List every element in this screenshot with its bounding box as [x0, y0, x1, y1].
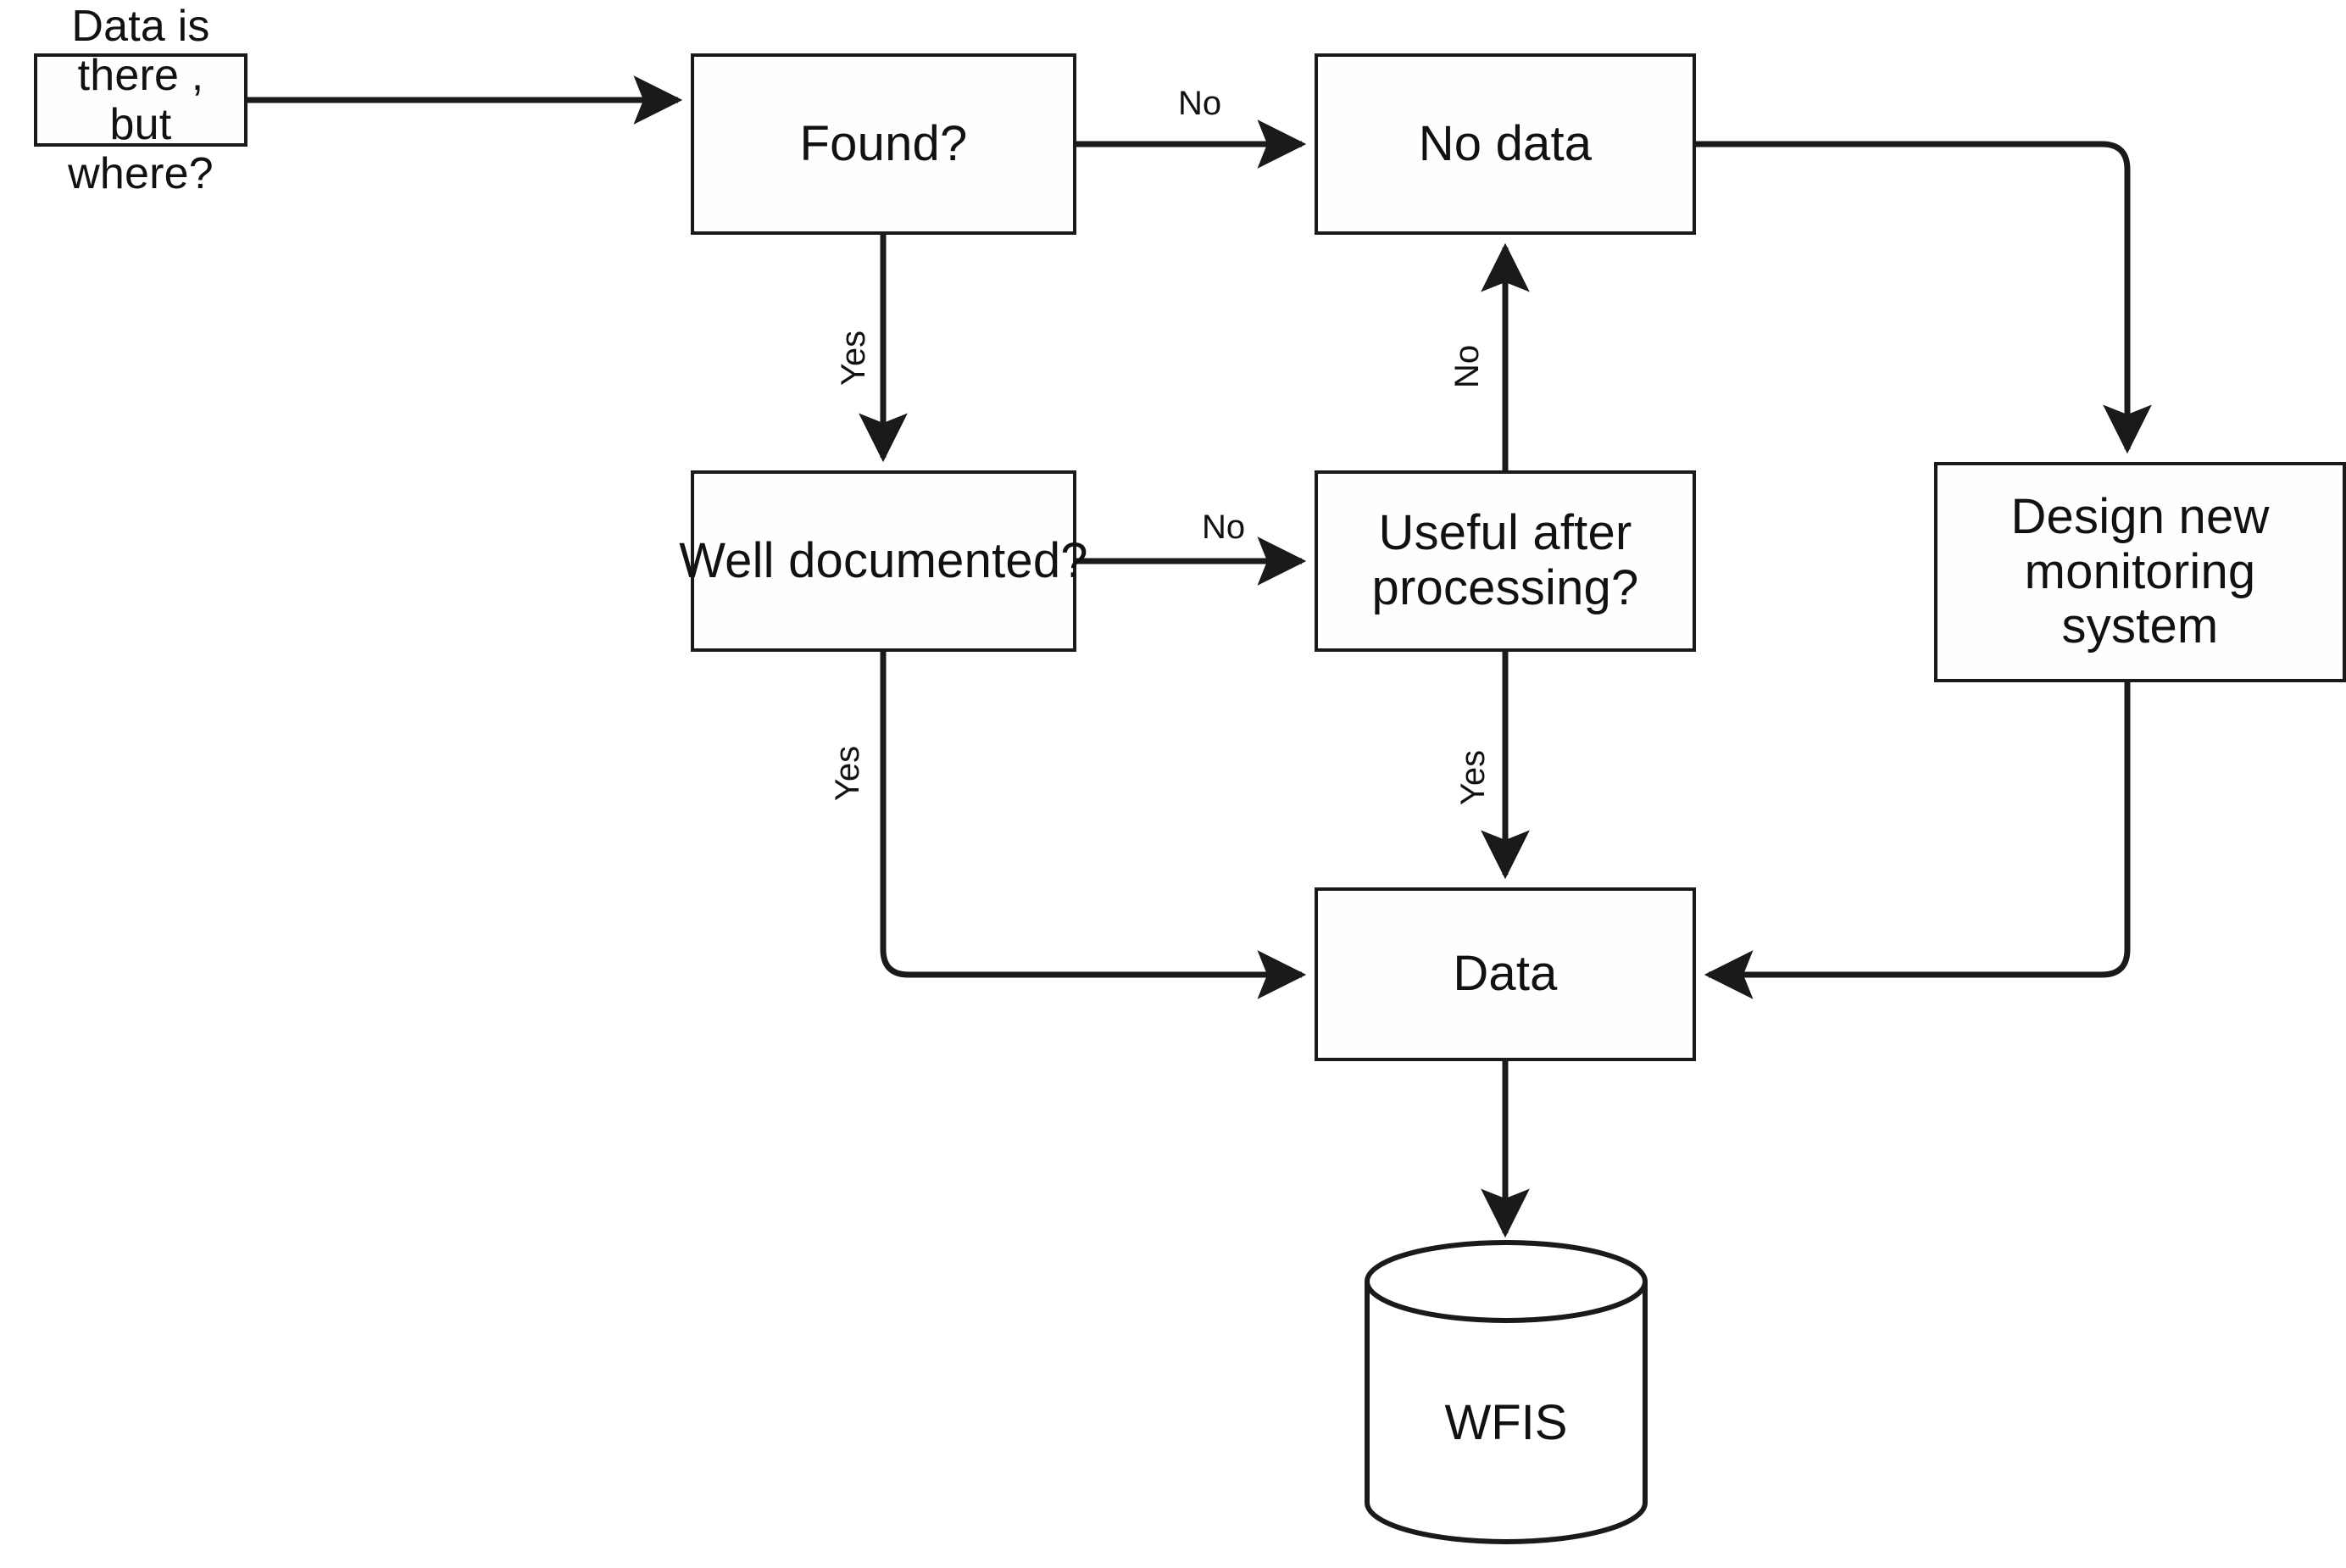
node-data-label: Data [1453, 946, 1558, 1002]
edge-label-yes-found-to-well-documented: Yes [835, 330, 873, 386]
edge-label-no-useful-to-no-data: No [1448, 344, 1487, 389]
node-design-new-monitoring-system[interactable]: Design new monitoring system [1934, 462, 2346, 682]
edge-label-yes-useful-to-data: Yes [1454, 749, 1493, 806]
edge-label-no-found-to-no-data: No [1178, 85, 1222, 122]
edge-nodata-to-design [1696, 141, 2152, 454]
node-no-data-label: No data [1418, 115, 1593, 171]
node-start-label: Data is there , but where? [68, 1, 214, 199]
node-found[interactable]: Found? [691, 53, 1076, 235]
node-well-documented[interactable]: Well documented? [679, 470, 1088, 652]
edge-welldoc-to-data [880, 652, 1307, 999]
cylinder-icon [1365, 1240, 1648, 1544]
node-wfis[interactable]: WFIS [1362, 1237, 1650, 1547]
node-useful-after-processing-label: Useful after processing? [1371, 505, 1639, 615]
node-useful-after-processing[interactable]: Useful after processing? [1315, 470, 1696, 652]
node-well-documented-label: Well documented? [679, 532, 1088, 588]
edge-design-to-data [1704, 682, 2131, 999]
node-no-data[interactable]: No data [1315, 53, 1696, 235]
node-start[interactable]: Data is there , but where? [34, 2, 247, 198]
edge-label-yes-well-documented-to-data: Yes [829, 745, 867, 802]
node-found-label: Found? [799, 115, 968, 171]
edge-label-no-well-documented-to-useful: No [1202, 509, 1246, 546]
node-data[interactable]: Data [1315, 887, 1696, 1061]
node-design-new-monitoring-system-label: Design new monitoring system [2010, 488, 2270, 654]
